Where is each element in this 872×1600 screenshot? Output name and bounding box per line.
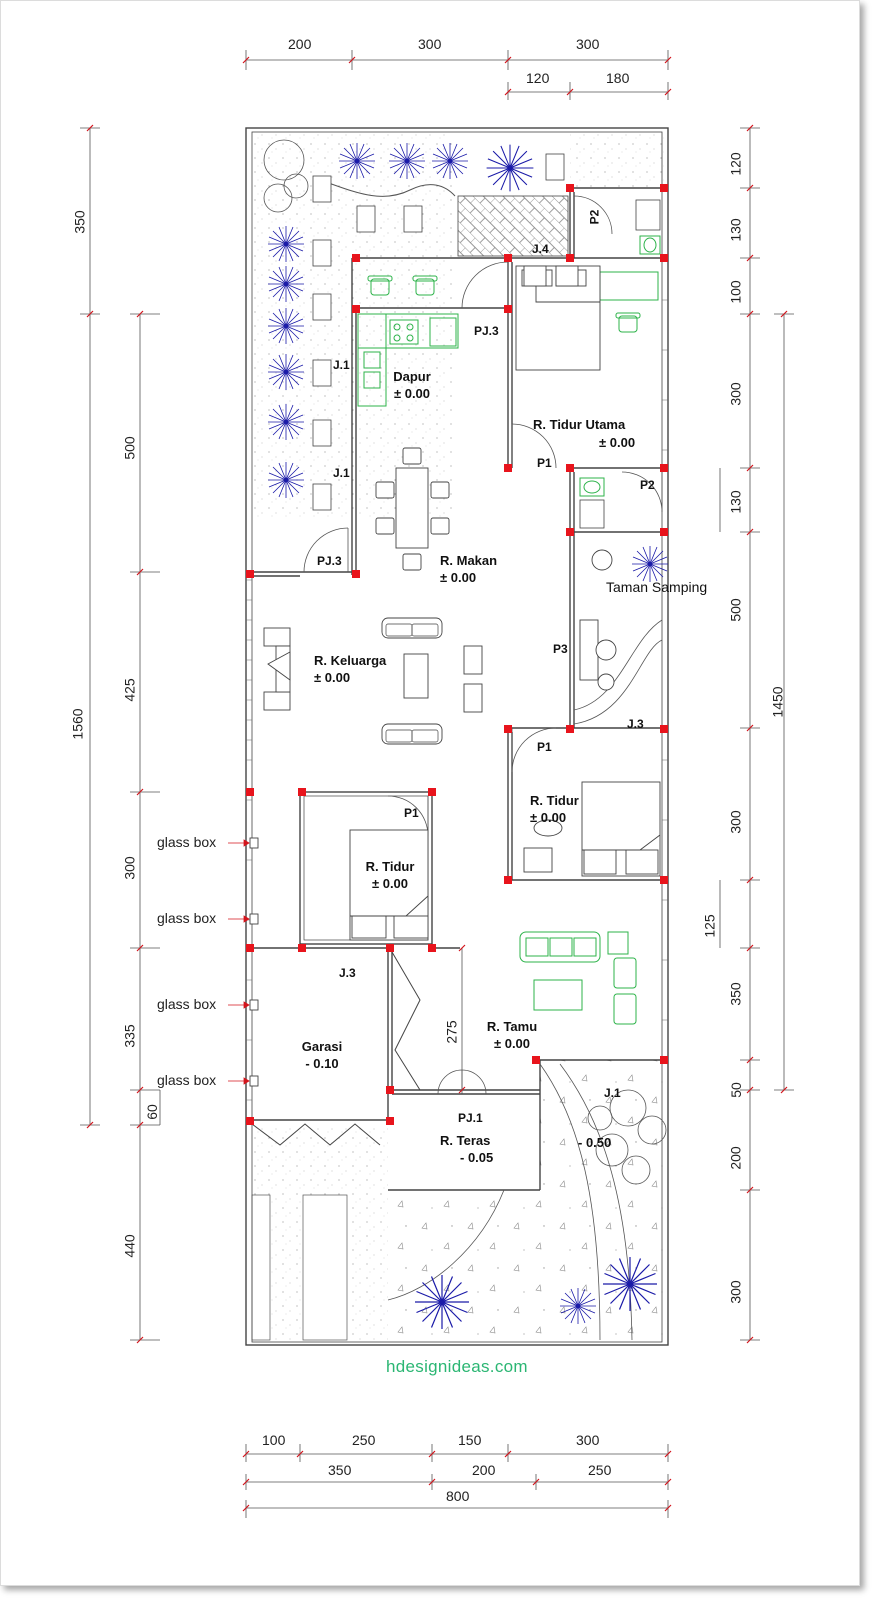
window-j3-right-label: J.3 xyxy=(627,717,644,731)
watermark: hdesignideas.com xyxy=(386,1357,528,1376)
dim-right-1: 120 xyxy=(727,152,744,176)
dim-bottom-3: 150 xyxy=(458,1432,482,1448)
dim-left-inner-1: 500 xyxy=(121,436,138,460)
dim-right-outer: 1450 xyxy=(769,686,786,718)
door-pj3-left-label: PJ.3 xyxy=(317,554,342,568)
dim-left-inner-5: 60 xyxy=(143,1104,160,1120)
dim-right-8: 125 xyxy=(701,914,718,938)
dim-bottom-4: 300 xyxy=(576,1432,600,1448)
dim-left-inner-2: 425 xyxy=(121,678,138,702)
dim-bottom-1: 100 xyxy=(262,1432,286,1448)
dim-bottom-7: 250 xyxy=(588,1462,612,1478)
dim-right-2: 130 xyxy=(727,218,744,242)
dim-right-5: 130 xyxy=(727,490,744,514)
dim-right-3: 100 xyxy=(727,280,744,304)
door-p1-left-label: P1 xyxy=(404,806,419,820)
dim-left-outer-1: 350 xyxy=(71,210,88,234)
door-pj3-top-label: PJ.3 xyxy=(474,324,499,338)
dim-right-4: 300 xyxy=(727,382,744,406)
room-tidur-kiri-label: R. Tidur± 0.00 xyxy=(365,859,415,891)
dim-275-label: 275 xyxy=(443,1020,460,1044)
room-tidur-utama-level: ± 0.00 xyxy=(599,435,636,450)
dim-left-inner-6: 440 xyxy=(121,1234,138,1258)
room-teras-name: R. Teras xyxy=(440,1133,491,1148)
glass-box-label-2: glass box xyxy=(157,910,217,926)
dim-top-1: 200 xyxy=(288,36,312,52)
dim-top-4: 120 xyxy=(526,70,550,86)
window-j3-left-label: J.3 xyxy=(339,966,356,980)
room-dapur-label: Dapur± 0.00 xyxy=(393,369,431,401)
dim-right-11: 200 xyxy=(727,1146,744,1170)
dim-top-2: 300 xyxy=(418,36,442,52)
dim-top-5: 180 xyxy=(606,70,630,86)
room-garasi-label: Garasi- 0.10 xyxy=(301,1039,343,1071)
dim-left-inner-4: 335 xyxy=(121,1024,138,1048)
dim-bottom-total: 800 xyxy=(446,1488,470,1504)
dim-right-12: 300 xyxy=(727,1280,744,1304)
dim-left-outer-2: 1560 xyxy=(69,708,86,740)
door-p1-master-label: P1 xyxy=(537,456,552,470)
garden-front-level: - 0.50 xyxy=(578,1135,612,1150)
dim-bottom-2: 250 xyxy=(352,1432,376,1448)
window-j1-b-label: J.1 xyxy=(333,466,350,480)
dim-right-10: 50 xyxy=(727,1082,744,1098)
room-tidur-utama-name: R. Tidur Utama xyxy=(533,417,626,432)
window-j4-label: J.4 xyxy=(532,242,549,256)
door-p3-label: P3 xyxy=(553,642,568,656)
room-teras-level: - 0.05 xyxy=(460,1150,494,1165)
window-j1-front-label: J.1 xyxy=(604,1086,621,1100)
room-makan-label: R. Makan± 0.00 xyxy=(440,553,498,585)
dim-bottom-6: 200 xyxy=(472,1462,496,1478)
glass-box-label-1: glass box xyxy=(157,834,217,850)
door-p2-mid-label: P2 xyxy=(640,478,655,492)
door-p2-top-label: P2 xyxy=(587,209,602,225)
window-j1-a-label: J.1 xyxy=(333,358,350,372)
door-p1-right-label: P1 xyxy=(537,740,552,754)
dim-bottom-5: 350 xyxy=(328,1462,352,1478)
door-pj1-label: PJ.1 xyxy=(458,1111,483,1125)
glass-box-label-3: glass box xyxy=(157,996,217,1012)
dim-right-6: 500 xyxy=(727,598,744,622)
glass-box-label-4: glass box xyxy=(157,1072,217,1088)
dim-right-7: 300 xyxy=(727,810,744,834)
dim-left-inner-3: 300 xyxy=(121,856,138,880)
dim-right-9: 350 xyxy=(727,982,744,1006)
room-tamu-label: R. Tamu± 0.00 xyxy=(486,1019,538,1051)
dim-top-3: 300 xyxy=(576,36,600,52)
room-tidur-kanan-label: R. Tidur± 0.00 xyxy=(530,793,579,825)
room-keluarga-label: R. Keluarga± 0.00 xyxy=(314,653,387,685)
room-taman-samping-label: Taman Samping xyxy=(606,579,708,595)
